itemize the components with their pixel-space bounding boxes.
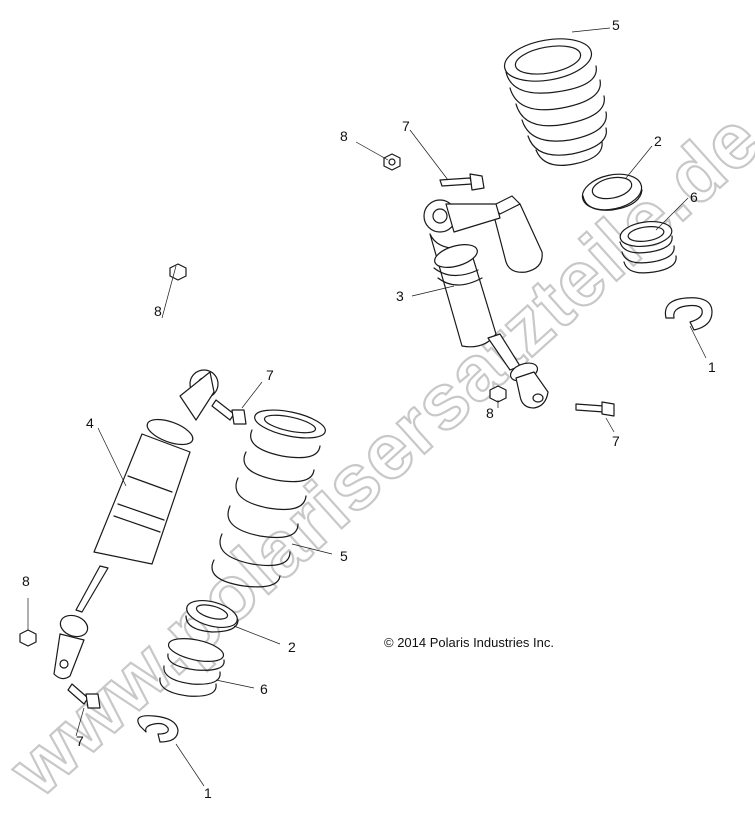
copyright-text: © 2014 Polaris Industries Inc. — [384, 635, 554, 650]
callout-labels: 5 2 6 1 8 7 3 8 7 8 7 4 5 2 8 6 7 1 — [22, 17, 716, 801]
callout-8-left-top: 8 — [154, 303, 162, 319]
watermark: www.polarisersatzteile.de — [0, 94, 755, 813]
left-spring-small — [159, 638, 225, 697]
left-top-nut — [169, 263, 187, 281]
right-spring-large — [503, 38, 607, 166]
callout-4: 4 — [86, 415, 94, 431]
right-top-nut — [383, 153, 401, 171]
callout-2-lower: 2 — [288, 639, 296, 655]
left-retaining-clip — [137, 715, 179, 743]
callout-5-lower: 5 — [340, 548, 348, 564]
right-bottom-bolt — [575, 401, 615, 417]
callout-7-mid-right: 7 — [612, 433, 620, 449]
callout-2-upper: 2 — [654, 133, 662, 149]
callout-6-lower: 6 — [260, 681, 268, 697]
right-retaining-clip — [664, 297, 713, 331]
callout-1-lower: 1 — [204, 785, 212, 801]
callout-7-upper: 7 — [402, 118, 410, 134]
left-top-bolt — [211, 399, 247, 425]
left-shock-absorber — [53, 369, 219, 680]
left-bottom-bolt — [67, 683, 101, 709]
right-spring-retainer — [581, 173, 643, 211]
right-bottom-nut — [489, 385, 507, 403]
right-spring-small — [619, 220, 677, 274]
callout-1-upper: 1 — [708, 359, 716, 375]
leader-lines — [27, 27, 707, 787]
callout-7-left-bottom: 7 — [76, 733, 84, 749]
right-shock-absorber — [423, 195, 549, 409]
left-spring-retainer — [185, 599, 239, 633]
callout-8-mid-right: 8 — [486, 405, 494, 421]
callout-6-upper: 6 — [690, 189, 698, 205]
callout-3: 3 — [396, 288, 404, 304]
left-bottom-nut — [19, 629, 37, 647]
right-top-bolt — [439, 173, 485, 191]
callout-7-left-top: 7 — [266, 367, 274, 383]
left-spring-large — [211, 409, 326, 588]
callout-5-upper: 5 — [612, 17, 620, 33]
callout-8-upper: 8 — [340, 128, 348, 144]
callout-8-left-bottom: 8 — [22, 573, 30, 589]
